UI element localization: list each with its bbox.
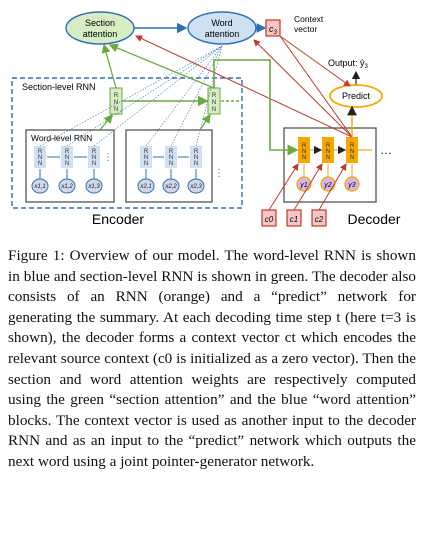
svg-text:N: N [114,100,118,106]
c-input-boxes [261,209,327,227]
predict-label: Predict [342,91,371,101]
svg-text:N: N [114,107,118,113]
svg-text:N: N [169,161,173,167]
word-level-rnn-box-1 [25,129,115,203]
svg-text:N: N [212,100,216,106]
svg-text:R: R [212,93,217,99]
decoder-box [283,127,377,203]
svg-text:N: N [326,155,330,161]
svg-text:N: N [38,161,42,167]
svg-text:N: N [92,155,96,161]
output-label: Output: ŷ3 [328,58,369,70]
section-attention-node [65,11,135,45]
svg-text:N: N [144,155,148,161]
word-attention-node [187,11,257,45]
x-input-label: x1,1 [33,184,45,190]
word-rnn-cell-labels: RNN RNN RNN RNN RNN RNN [38,149,199,167]
section-level-rnn-label: Section-level RNN [22,82,96,92]
y-input-label: y2 [323,182,332,189]
context-vector-line1: Context [294,14,324,24]
word-level-rnn-label: Word-level RNN [31,133,92,143]
svg-text:R: R [38,149,43,155]
svg-text:N: N [350,149,354,155]
svg-text:N: N [169,155,173,161]
x-input-label: x1,3 [87,184,100,190]
decoder-label: Decoder [348,211,401,227]
x-input-label: x2,1 [139,184,151,190]
svg-text:N: N [302,149,306,155]
svg-text:N: N [350,155,354,161]
encoder-box [11,77,243,209]
section-attention-line2: attention [83,29,118,39]
svg-text:N: N [194,155,198,161]
svg-text:R: R [65,149,70,155]
encoder-label: Encoder [92,211,144,227]
x-input-nodes [31,178,205,194]
svg-text:N: N [65,155,69,161]
svg-text:c3: c3 [269,24,278,36]
context-vector-line2: vector [294,24,317,34]
y-input-label: y1 [299,182,308,189]
svg-text:N: N [65,161,69,167]
word-level-rnn-box-2 [125,129,213,203]
x-input-label: x2,2 [164,184,177,190]
model-overview-diagram: Section-level RNN Word-level RNN RNN RNN… [11,11,401,227]
svg-text:R: R [326,143,331,149]
section-attention-line1: Section [85,18,115,28]
svg-text:R: R [144,149,149,155]
svg-text:N: N [326,149,330,155]
svg-text:N: N [212,107,216,113]
figure-caption: Figure 1: Overview of our model. The wor… [8,247,416,470]
ellipsis-word-1: ⋮ [103,152,113,163]
decoder-rnn-cells [298,137,358,163]
svg-text:N: N [302,155,306,161]
y-input-label: y3 [347,182,356,189]
svg-text:R: R [194,149,199,155]
svg-text:R: R [114,93,119,99]
svg-text:R: R [302,143,307,149]
c-input-label: c0 [265,215,274,224]
x-input-label: x1,2 [60,184,73,190]
svg-text:N: N [38,155,42,161]
ellipsis-decoder: … [380,143,392,157]
svg-text:R: R [169,149,174,155]
word-attention-line1: Word [211,18,232,28]
svg-text:N: N [144,161,148,167]
ellipsis-word-2: ⋮ [214,168,224,179]
svg-text:R: R [92,149,97,155]
svg-text:N: N [92,161,96,167]
c-input-label: c2 [315,215,324,224]
svg-text:R: R [350,143,355,149]
word-rnn-cells-1 [34,146,202,168]
word-attention-line2: attention [205,29,240,39]
c-input-label: c1 [290,215,298,224]
svg-text:N: N [194,161,198,167]
x-input-label: x2,3 [189,184,202,190]
